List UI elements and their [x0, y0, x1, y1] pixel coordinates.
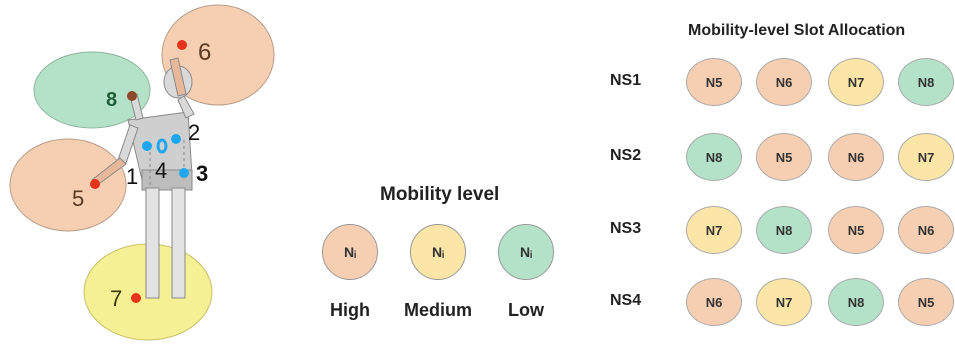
slot-ns3-1: N7 [686, 206, 742, 254]
slot-ns1-4: N8 [898, 58, 954, 106]
slot-ns2-3: N6 [828, 133, 884, 181]
node-label-8: 8 [106, 89, 117, 111]
sensor-node-3-dot [179, 168, 189, 178]
body-sensor-figure: 6 8 2 1 4 3 5 7 [9, 4, 275, 341]
slot-row-label-ns3: NS3 [610, 220, 642, 237]
slot-ns3-3: N5 [828, 206, 884, 254]
node-label-4: 4 [155, 158, 167, 183]
slot-ns4-3: N8 [828, 278, 884, 326]
node-label-2: 2 [188, 120, 200, 145]
slot-ns4-1: N6 [686, 278, 742, 326]
sensor-node-5-dot [90, 179, 100, 189]
legend-circle-high: Nᵢ [322, 224, 378, 280]
node-label-7: 7 [110, 286, 122, 311]
sensor-node-7-dot [131, 293, 141, 303]
slot-ns1-3: N7 [828, 58, 884, 106]
zone-node-8 [33, 51, 151, 129]
slot-ns2-4: N7 [898, 133, 954, 181]
slot-ns4-2: N7 [756, 278, 812, 326]
slot-allocation-title: Mobility-level Slot Allocation [688, 22, 906, 39]
slot-row-label-ns1: NS1 [610, 72, 642, 89]
sensor-node-6-dot [177, 40, 187, 50]
right-leg [171, 187, 186, 299]
slot-ns3-4: N6 [898, 206, 954, 254]
zone-node-5 [9, 138, 127, 232]
node-label-5: 5 [72, 186, 84, 211]
legend-circle-low: Nᵢ [498, 224, 554, 280]
slot-row-label-ns2: NS2 [610, 147, 642, 164]
sensor-node-4-dot [156, 138, 168, 154]
forearm-right [169, 57, 187, 97]
legend-label-low: Low [508, 300, 544, 320]
slot-ns2-2: N5 [756, 133, 812, 181]
sensor-node-1-dot [142, 141, 152, 151]
slot-ns1-2: N6 [756, 58, 812, 106]
node-label-6: 6 [198, 39, 211, 66]
left-leg [145, 187, 160, 299]
slot-row-label-ns4: NS4 [610, 292, 642, 309]
upper-arm-left [117, 124, 139, 164]
node-label-3: 3 [196, 161, 208, 186]
legend-circle-medium: Nᵢ [410, 224, 466, 280]
legend-label-medium: Medium [403, 300, 472, 320]
upper-arm-right [177, 95, 195, 119]
slot-ns4-4: N5 [898, 278, 954, 326]
legend-title: Mobility level [380, 184, 500, 205]
legend-label-high: High [330, 300, 370, 320]
slot-ns2-1: N8 [686, 133, 742, 181]
sensor-node-2-dot [171, 134, 181, 144]
sensor-node-8-dot [127, 91, 137, 101]
node-label-1: 1 [126, 164, 138, 189]
slot-ns1-1: N5 [686, 58, 742, 106]
slot-ns3-2: N8 [756, 206, 812, 254]
